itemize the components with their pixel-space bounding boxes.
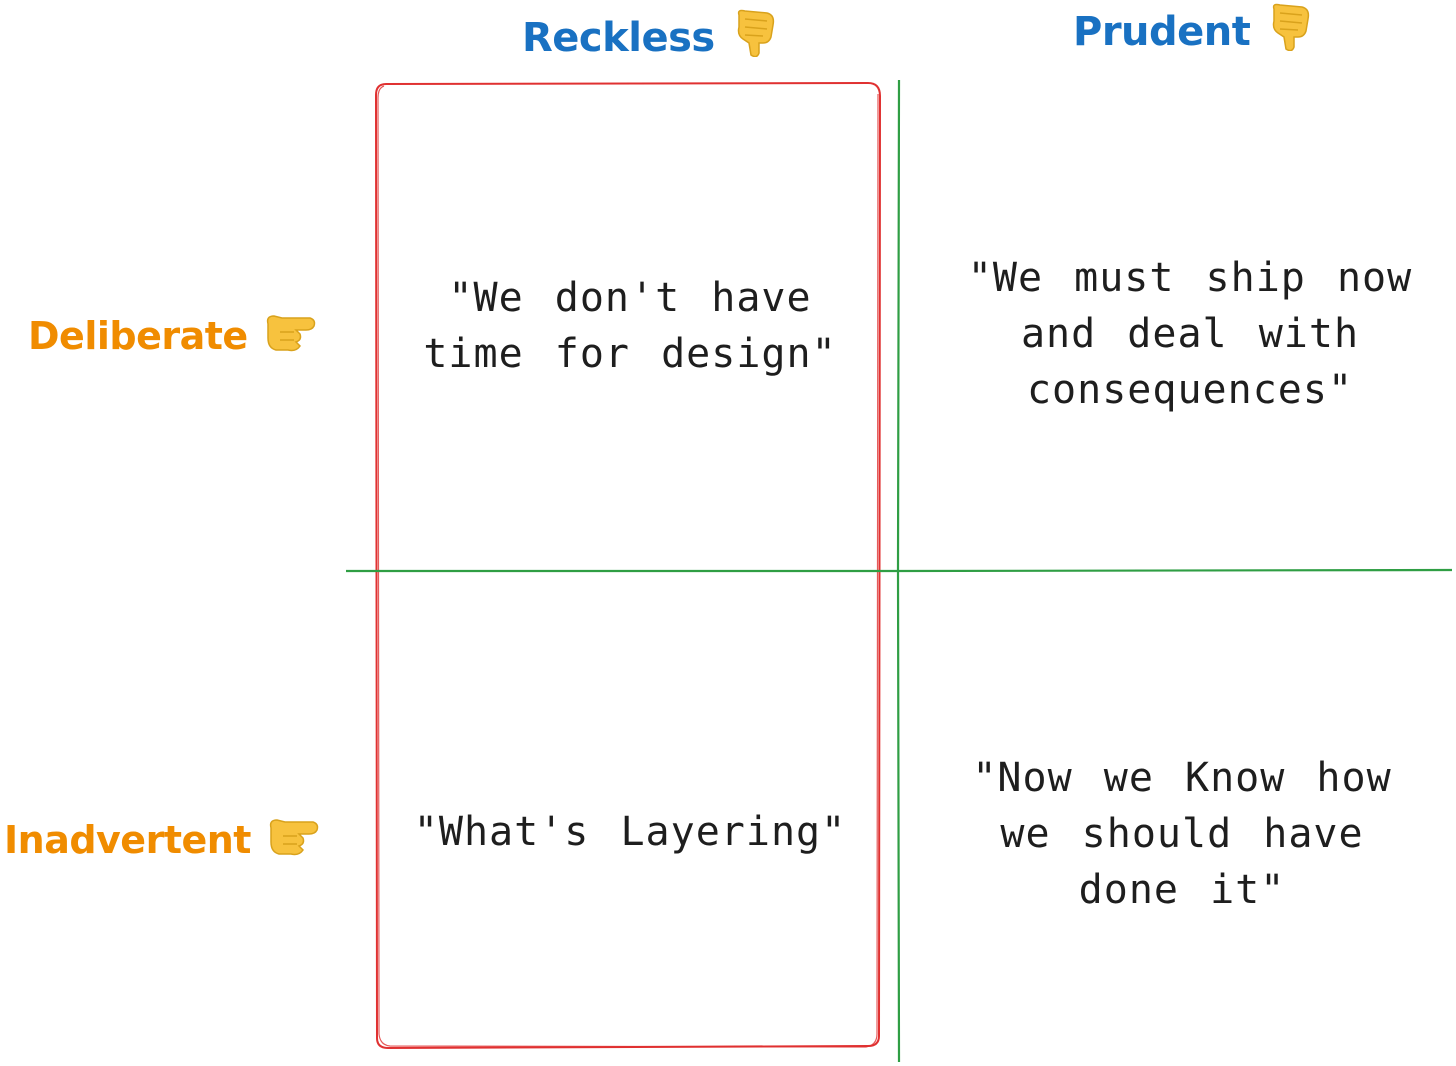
row-header-deliberate: Deliberate xyxy=(28,308,316,364)
quadrant-prudent-deliberate-quote: "We must ship now and deal with conseque… xyxy=(967,255,1413,413)
column-label-prudent: Prudent xyxy=(1073,9,1251,55)
column-header-prudent: Prudent xyxy=(1073,3,1312,61)
column-header-reckless: Reckless xyxy=(522,9,777,67)
quadrant-reckless-inadvertent-quote: "What's Layering" xyxy=(413,809,847,855)
hand-pointing-right-icon xyxy=(269,814,319,867)
hand-pointing-down-icon xyxy=(733,9,777,67)
row-header-inadvertent: Inadvertent xyxy=(4,812,319,868)
quadrant-prudent-inadvertent-quote: "Now we Know how we should have done it" xyxy=(972,755,1392,913)
row-label-inadvertent: Inadvertent xyxy=(4,818,251,862)
quadrant-reckless-deliberate-quote: "We don't have time for design" xyxy=(423,275,837,377)
hand-pointing-down-icon xyxy=(1268,3,1312,61)
reckless-highlight-box xyxy=(374,81,882,1050)
hand-pointing-right-icon xyxy=(266,310,316,363)
column-label-reckless: Reckless xyxy=(522,15,715,61)
row-label-deliberate: Deliberate xyxy=(28,314,248,358)
horizontal-axis-line xyxy=(346,568,1453,573)
